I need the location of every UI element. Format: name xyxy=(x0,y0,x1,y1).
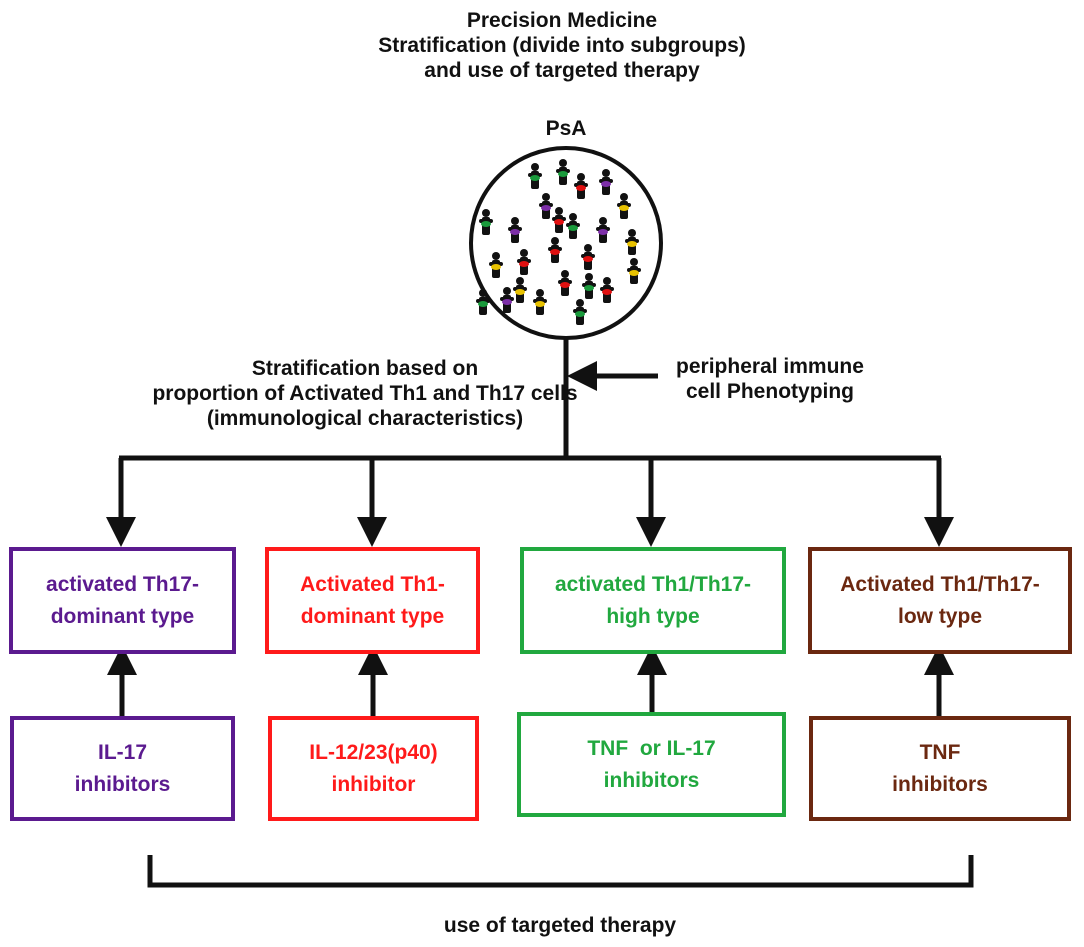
title-line-2: Stratification (divide into subgroups) xyxy=(378,34,746,57)
person-figure xyxy=(581,244,595,270)
population-label: PsA xyxy=(545,117,587,140)
person-figure xyxy=(573,299,587,325)
stratification-line-3: (immunological characteristics) xyxy=(206,407,524,430)
person-figure xyxy=(479,209,493,235)
person-figure xyxy=(508,217,522,243)
subgroup-3-line-1: activated Th1/Th17- xyxy=(554,572,752,596)
person-figure xyxy=(552,207,566,233)
phenotyping-note: peripheral immune cell Phenotyping xyxy=(660,354,880,404)
person-figure xyxy=(625,229,639,255)
person-figure xyxy=(556,159,570,185)
subgroup-1-line-1: activated Th17- xyxy=(46,572,199,596)
subgroup-2-line-2: dominant type xyxy=(300,604,445,628)
subgroup-box-th1-th17-low: Activated Th1/Th17- low type xyxy=(808,547,1072,654)
person-figure xyxy=(566,213,580,239)
therapy-2-line-2: inhibitor xyxy=(331,772,416,796)
therapy-4-line-1: TNF xyxy=(919,740,961,764)
subgroup-box-th1-dominant: Activated Th1- dominant type xyxy=(265,547,480,654)
population-figures xyxy=(476,159,641,325)
person-figure xyxy=(528,163,542,189)
subgroup-box-th1-th17-high: activated Th1/Th17- high type xyxy=(520,547,786,654)
subgroup-3-line-2: high type xyxy=(606,604,700,628)
person-figure xyxy=(539,193,553,219)
person-figure xyxy=(574,173,588,199)
stratification-line-1: Stratification based on xyxy=(251,357,479,380)
therapy-3-line-1: TNF or IL-17 xyxy=(587,736,716,760)
therapy-box-il17: IL-17 inhibitors xyxy=(10,716,235,821)
therapy-box-tnf: TNF inhibitors xyxy=(809,716,1071,821)
therapy-box-tnf-or-il17: TNF or IL-17 inhibitors xyxy=(517,712,786,817)
subgroup-2-line-1: Activated Th1- xyxy=(300,572,445,596)
person-figure xyxy=(617,193,631,219)
subgroup-4-line-2: low type xyxy=(897,604,982,628)
person-figure xyxy=(500,287,514,313)
subgroup-box-th17-dominant: activated Th17- dominant type xyxy=(9,547,236,654)
stratification-note: Stratification based on proportion of Ac… xyxy=(130,356,600,431)
title-line-1: Precision Medicine xyxy=(466,9,658,32)
person-figure xyxy=(476,289,490,315)
phenotyping-line-1: peripheral immune xyxy=(676,355,864,378)
person-figure xyxy=(548,237,562,263)
person-figure xyxy=(513,277,527,303)
title-line-3: and use of targeted therapy xyxy=(424,59,700,82)
person-figure xyxy=(489,252,503,278)
therapy-2-line-1: IL-12/23(p40) xyxy=(309,740,438,764)
person-figure xyxy=(599,169,613,195)
phenotyping-line-2: cell Phenotyping xyxy=(685,380,855,403)
therapy-3-line-2: inhibitors xyxy=(603,768,700,792)
diagram-title: Precision Medicine Stratification (divid… xyxy=(292,8,832,83)
person-figure xyxy=(600,277,614,303)
therapy-bracket xyxy=(147,855,974,888)
therapy-4-line-2: inhibitors xyxy=(892,772,988,796)
footer-label: use of targeted therapy xyxy=(443,914,677,937)
person-figure xyxy=(558,270,572,296)
therapy-1-line-2: inhibitors xyxy=(74,772,171,796)
person-figure xyxy=(582,273,596,299)
subgroup-1-line-2: dominant type xyxy=(50,604,195,628)
therapy-box-il12-23: IL-12/23(p40) inhibitor xyxy=(268,716,479,821)
person-figure xyxy=(627,258,641,284)
person-figure xyxy=(596,217,610,243)
subgroup-4-line-1: Activated Th1/Th17- xyxy=(840,572,1040,596)
person-figure xyxy=(533,289,547,315)
therapy-1-line-1: IL-17 xyxy=(97,740,147,764)
person-figure xyxy=(517,249,531,275)
stratification-line-2: proportion of Activated Th1 and Th17 cel… xyxy=(152,382,578,405)
